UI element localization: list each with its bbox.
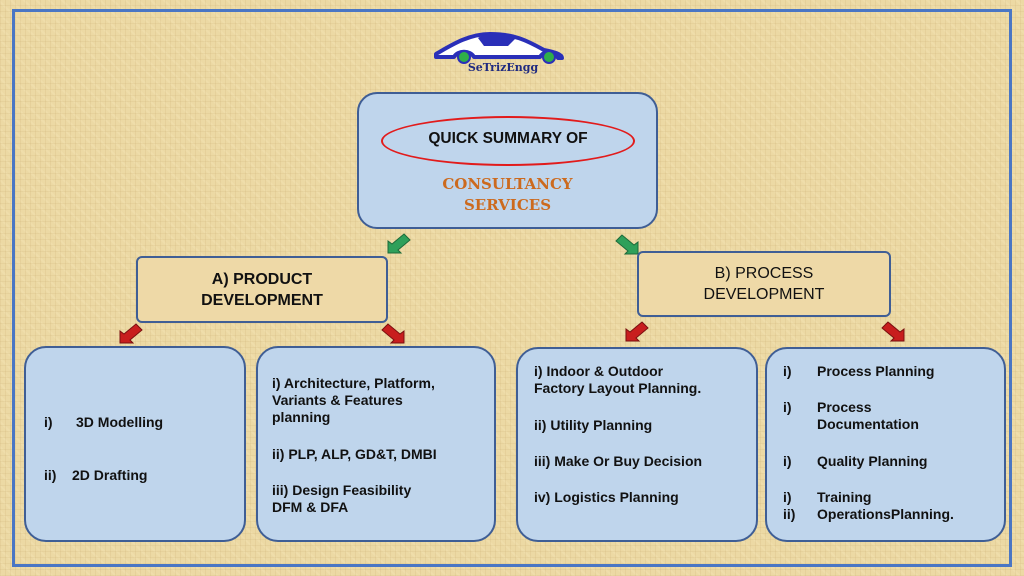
red-arrow-icon bbox=[625, 321, 649, 342]
card1-item1-num: i) bbox=[44, 414, 53, 430]
card4-item6-num: ii) bbox=[783, 506, 796, 522]
logo: SeTrizEngg bbox=[428, 24, 568, 80]
green-arrow-icon bbox=[615, 234, 639, 255]
outer-frame bbox=[12, 9, 1012, 567]
card3-line3: ii) Utility Planning bbox=[534, 417, 653, 433]
section-a-box: A) PRODUCT DEVELOPMENT bbox=[136, 256, 388, 323]
section-b-box: B) PROCESS DEVELOPMENT bbox=[637, 251, 891, 317]
section-b-line1: B) PROCESS bbox=[714, 265, 814, 282]
logo-text: SeTrizEngg bbox=[467, 61, 539, 74]
summary-title-box: QUICK SUMMARY OF CONSULTANCY SERVICES bbox=[357, 92, 658, 229]
card-modelling: i) 3D Modelling ii) 2D Drafting bbox=[24, 346, 246, 542]
card1-item1-text: 3D Modelling bbox=[76, 414, 164, 430]
title-oval bbox=[381, 116, 635, 166]
card-product-planning: i) Architecture, Platform, Variants & Fe… bbox=[256, 346, 496, 542]
card3-line4: iii) Make Or Buy Decision bbox=[534, 453, 703, 469]
card4-item2-num: i) bbox=[783, 399, 792, 415]
card4-item4-text: Quality Planning bbox=[817, 453, 928, 469]
red-arrow-icon bbox=[119, 323, 143, 344]
green-arrow-icon bbox=[387, 233, 411, 254]
card2-line3: planning bbox=[272, 409, 331, 425]
card4-item5-text: Training bbox=[817, 489, 872, 505]
card4-item3-text: Documentation bbox=[817, 416, 919, 432]
car-logo-icon bbox=[434, 32, 564, 64]
card4-item6-text: OperationsPlanning. bbox=[817, 506, 954, 522]
card3-line1: i) Indoor & Outdoor bbox=[534, 363, 664, 379]
title-line2b: SERVICES bbox=[463, 196, 552, 214]
card2-line4: ii) PLP, ALP, GD&T, DMBI bbox=[272, 446, 437, 462]
card2-line1: i) Architecture, Platform, bbox=[272, 375, 435, 391]
section-a-line1: A) PRODUCT bbox=[211, 270, 313, 288]
card4-item5-num: i) bbox=[783, 489, 792, 505]
section-a-line2: DEVELOPMENT bbox=[201, 291, 323, 309]
card3-line2: Factory Layout Planning. bbox=[534, 380, 702, 396]
card4-item4-num: i) bbox=[783, 453, 792, 469]
card4-item1-num: i) bbox=[783, 363, 792, 379]
red-arrow-icon bbox=[881, 321, 905, 342]
title-line2: CONSULTANCY SERVICES bbox=[359, 174, 656, 216]
card4-item1-text: Process Planning bbox=[817, 363, 935, 379]
card2-line6: DFM & DFA bbox=[272, 499, 349, 515]
card2-line5: iii) Design Feasibility bbox=[272, 482, 412, 498]
card-process-planning: i) Indoor & Outdoor Factory Layout Plann… bbox=[516, 347, 758, 542]
title-line2a: CONSULTANCY bbox=[442, 175, 573, 193]
red-arrow-icon bbox=[381, 323, 405, 344]
card4-item2-text: Process bbox=[817, 399, 872, 415]
section-b-line2: DEVELOPMENT bbox=[703, 286, 825, 303]
card-process-documentation: i) Process Planning i) Process Documenta… bbox=[765, 347, 1006, 542]
card3-line5: iv) Logistics Planning bbox=[534, 489, 679, 505]
card1-item2-text: 2D Drafting bbox=[72, 467, 148, 483]
card2-line2: Variants & Features bbox=[272, 392, 403, 408]
card1-item2-num: ii) bbox=[44, 467, 57, 483]
title-line1: QUICK SUMMARY OF bbox=[428, 130, 588, 147]
